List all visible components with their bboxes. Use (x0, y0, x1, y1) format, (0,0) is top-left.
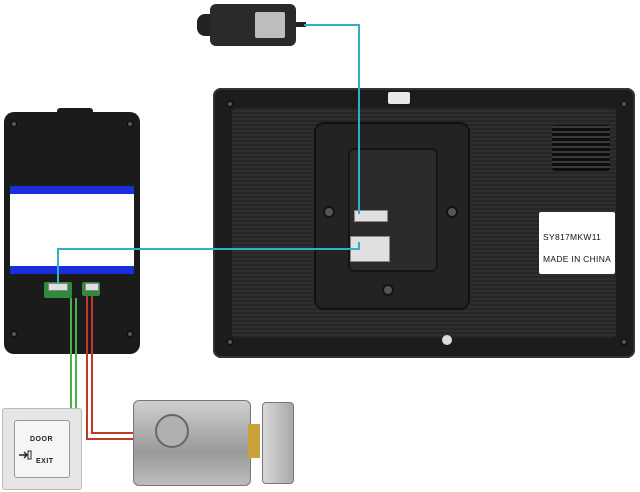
adapter-label (255, 12, 285, 38)
power-wire (304, 24, 360, 26)
monitor-clip (388, 92, 410, 104)
screw-icon (10, 120, 18, 128)
signal-wire (358, 242, 360, 250)
signal-wire (57, 248, 360, 250)
screw-icon (620, 100, 628, 108)
screw-icon (620, 338, 628, 346)
lock-cylinder-icon (155, 414, 189, 448)
product-origin-text: MADE IN CHINA (543, 254, 612, 264)
lock-wire (91, 296, 93, 434)
electric-lock (133, 400, 251, 486)
mount-hole-icon (446, 206, 458, 218)
exit-button-wire (75, 298, 77, 410)
camera-blue-stripe (10, 186, 134, 194)
lock-wire (91, 432, 134, 434)
power-wire (358, 24, 360, 214)
adapter-cable (296, 22, 306, 27)
camera-plug (85, 283, 99, 291)
camera-plug (48, 283, 68, 291)
camera-window (10, 194, 134, 266)
exit-button-label-exit: EXIT (36, 458, 54, 465)
screw-icon (126, 120, 134, 128)
mount-hole-icon (382, 284, 394, 296)
speaker-vent (552, 125, 610, 171)
lock-strike-plate (262, 402, 294, 484)
screw-icon (126, 330, 134, 338)
signal-wire (57, 248, 59, 284)
product-model-text: SY817MKW11 (543, 232, 602, 242)
power-plug (197, 14, 213, 36)
screw-icon (10, 330, 18, 338)
lock-wire (86, 438, 134, 440)
monitor-connector (354, 210, 388, 222)
screw-icon (226, 100, 234, 108)
lock-wire (86, 296, 88, 440)
screw-icon (226, 338, 234, 346)
screw-icon (442, 335, 452, 345)
product-label (539, 212, 615, 274)
exit-button-label-door: DOOR (30, 436, 53, 443)
lock-bolt (248, 424, 260, 458)
door-exit-icon (18, 447, 32, 460)
exit-button (14, 420, 70, 478)
mount-hole-icon (323, 206, 335, 218)
exit-button-wire (70, 298, 72, 410)
camera-blue-stripe (10, 266, 134, 274)
